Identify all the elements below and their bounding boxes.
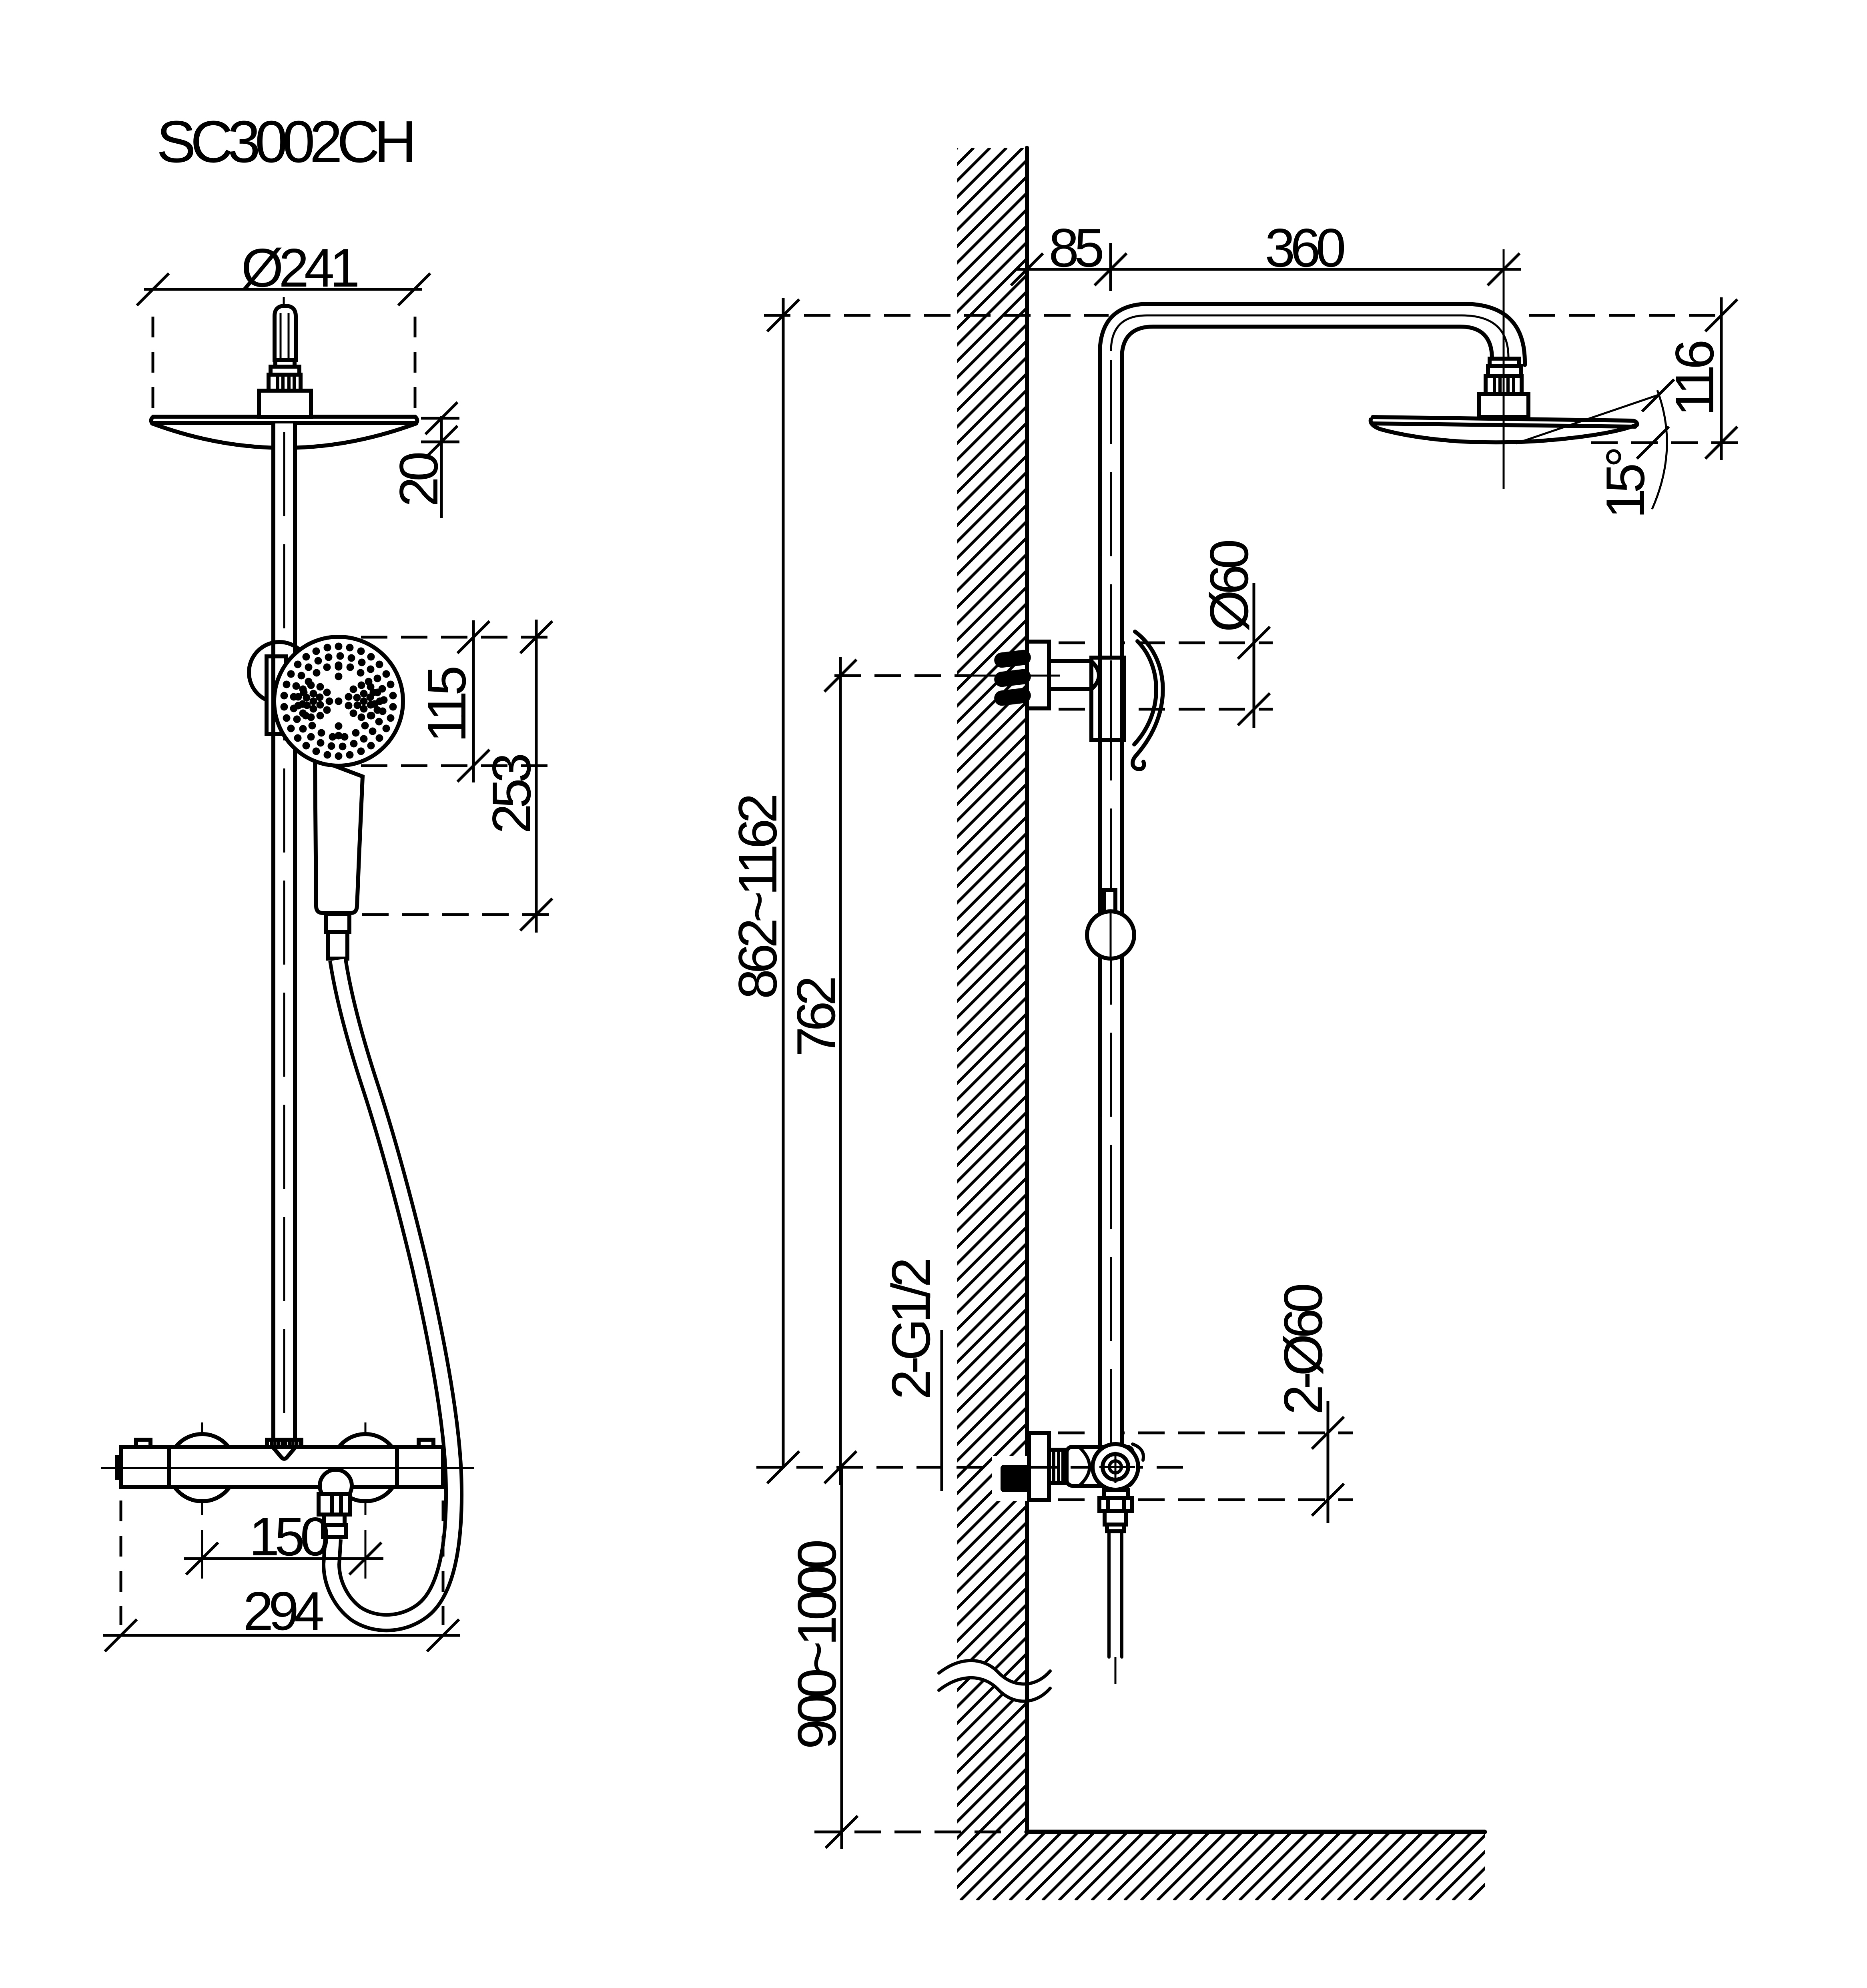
svg-text:115: 115 <box>416 668 477 742</box>
svg-text:862~1162: 862~1162 <box>727 796 788 999</box>
svg-text:360: 360 <box>1265 217 1344 278</box>
svg-text:SC3002CH: SC3002CH <box>156 109 412 175</box>
svg-text:15°: 15° <box>1595 449 1656 519</box>
svg-text:2-Ø60: 2-Ø60 <box>1273 1285 1334 1415</box>
svg-text:Ø60: Ø60 <box>1199 541 1259 632</box>
svg-text:85: 85 <box>1049 217 1102 278</box>
svg-text:253: 253 <box>481 755 542 834</box>
svg-text:294: 294 <box>243 1581 323 1641</box>
svg-text:Ø241: Ø241 <box>241 237 357 298</box>
svg-text:2-G1/2: 2-G1/2 <box>880 1260 941 1400</box>
svg-text:20: 20 <box>388 453 449 507</box>
svg-text:762: 762 <box>786 978 846 1057</box>
svg-text:150: 150 <box>249 1506 329 1567</box>
svg-text:900~1000: 900~1000 <box>786 1541 847 1749</box>
svg-text:116: 116 <box>1664 341 1725 416</box>
